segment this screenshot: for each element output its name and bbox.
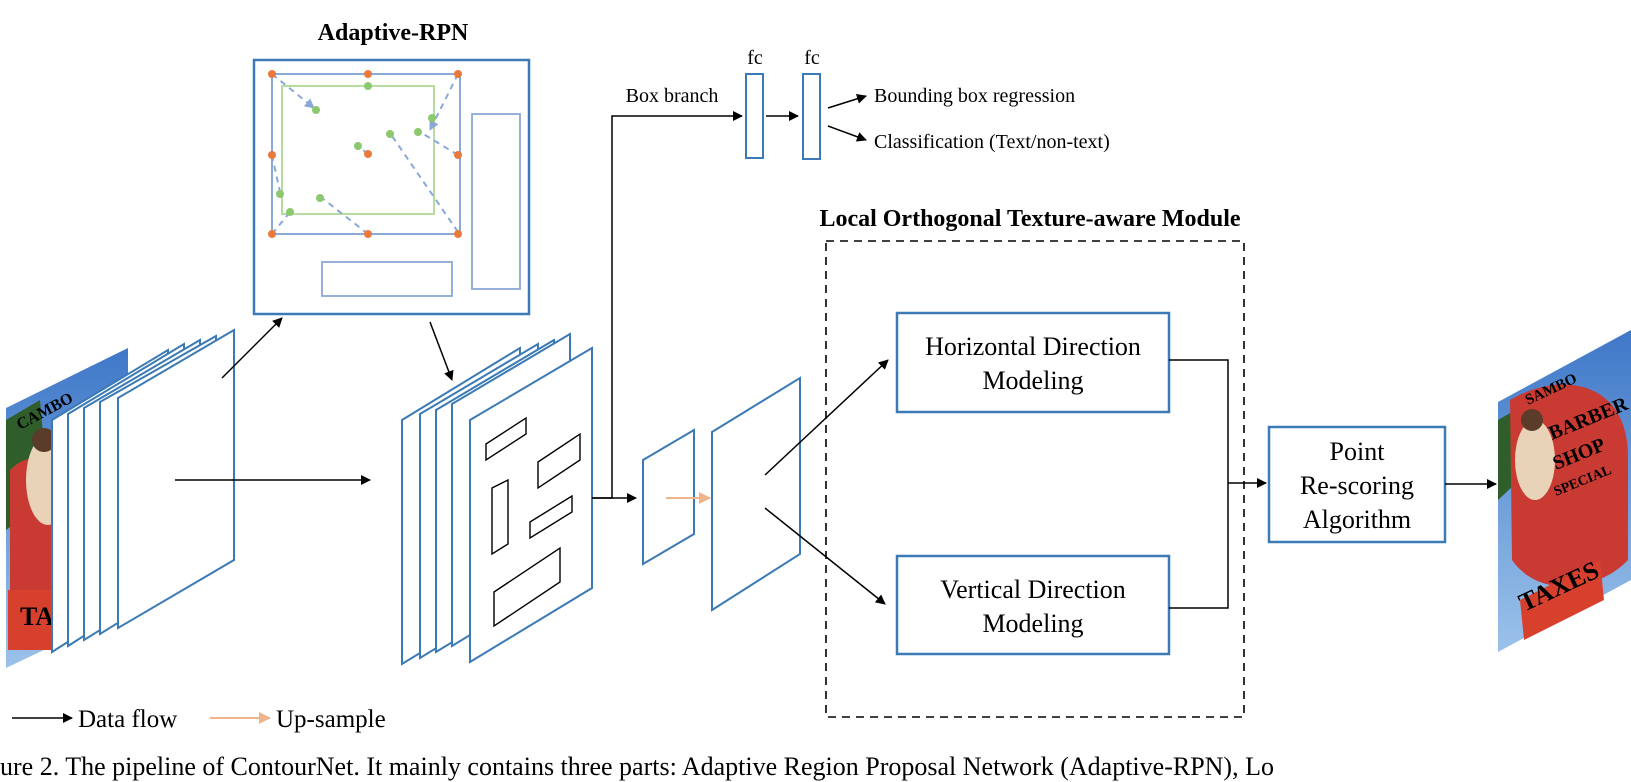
- vertical-merge-line: [1169, 483, 1229, 609]
- backbone-to-rpn-arrow: [221, 317, 283, 379]
- horizontal-merge-line: [1169, 359, 1229, 483]
- lotm-title: Local Orthogonal Texture-aware Module: [819, 206, 1240, 232]
- fc2-label: fc: [804, 47, 820, 69]
- legend: Data flow Up-sample: [12, 706, 386, 733]
- svg-text:Vertical Direction: Vertical Direction: [940, 575, 1126, 604]
- fc2-layer: [802, 73, 821, 160]
- svg-text:Modeling: Modeling: [982, 609, 1083, 638]
- regression-label: Bounding box regression: [874, 85, 1075, 107]
- legend-data-flow-label: Data flow: [78, 706, 177, 733]
- proposal-feature-maps: [401, 332, 593, 666]
- adaptive-rpn-title: Adaptive-RPN: [318, 20, 469, 46]
- horizontal-modeling-box: Horizontal Direction Modeling: [895, 311, 1171, 414]
- input-sign-text-2: TA: [20, 602, 54, 631]
- to-horizontal-arrow: [764, 359, 889, 476]
- regression-arrow: [827, 93, 867, 109]
- adaptive-rpn-panel: [252, 58, 531, 316]
- fc1-layer: [745, 73, 764, 159]
- svg-text:Algorithm: Algorithm: [1303, 505, 1411, 534]
- roi-feature-large: [711, 376, 801, 612]
- figure-caption: ure 2. The pipeline of ContourNet. It ma…: [0, 752, 1274, 781]
- backbone-feature-maps: [51, 328, 235, 654]
- svg-text:Horizontal Direction: Horizontal Direction: [925, 332, 1141, 361]
- svg-text:Point: Point: [1330, 437, 1386, 466]
- rpn-to-proposals-arrow: [429, 321, 454, 381]
- proposal-boxes: [485, 416, 581, 628]
- svg-text:Re-scoring: Re-scoring: [1300, 471, 1414, 500]
- svg-text:Modeling: Modeling: [982, 366, 1083, 395]
- fc1-label: fc: [747, 47, 763, 69]
- box-branch-label: Box branch: [626, 85, 719, 107]
- legend-upsample-label: Up-sample: [276, 706, 386, 733]
- point-rescoring-box: Point Re-scoring Algorithm: [1267, 425, 1447, 544]
- classification-arrow: [827, 125, 867, 142]
- output-image: SAMBO BARBER SHOP SPECIAL TAXES: [1498, 330, 1631, 652]
- to-vertical-arrow: [764, 507, 886, 605]
- vertical-modeling-box: Vertical Direction Modeling: [895, 554, 1171, 656]
- classification-label: Classification (Text/non-text): [874, 131, 1110, 153]
